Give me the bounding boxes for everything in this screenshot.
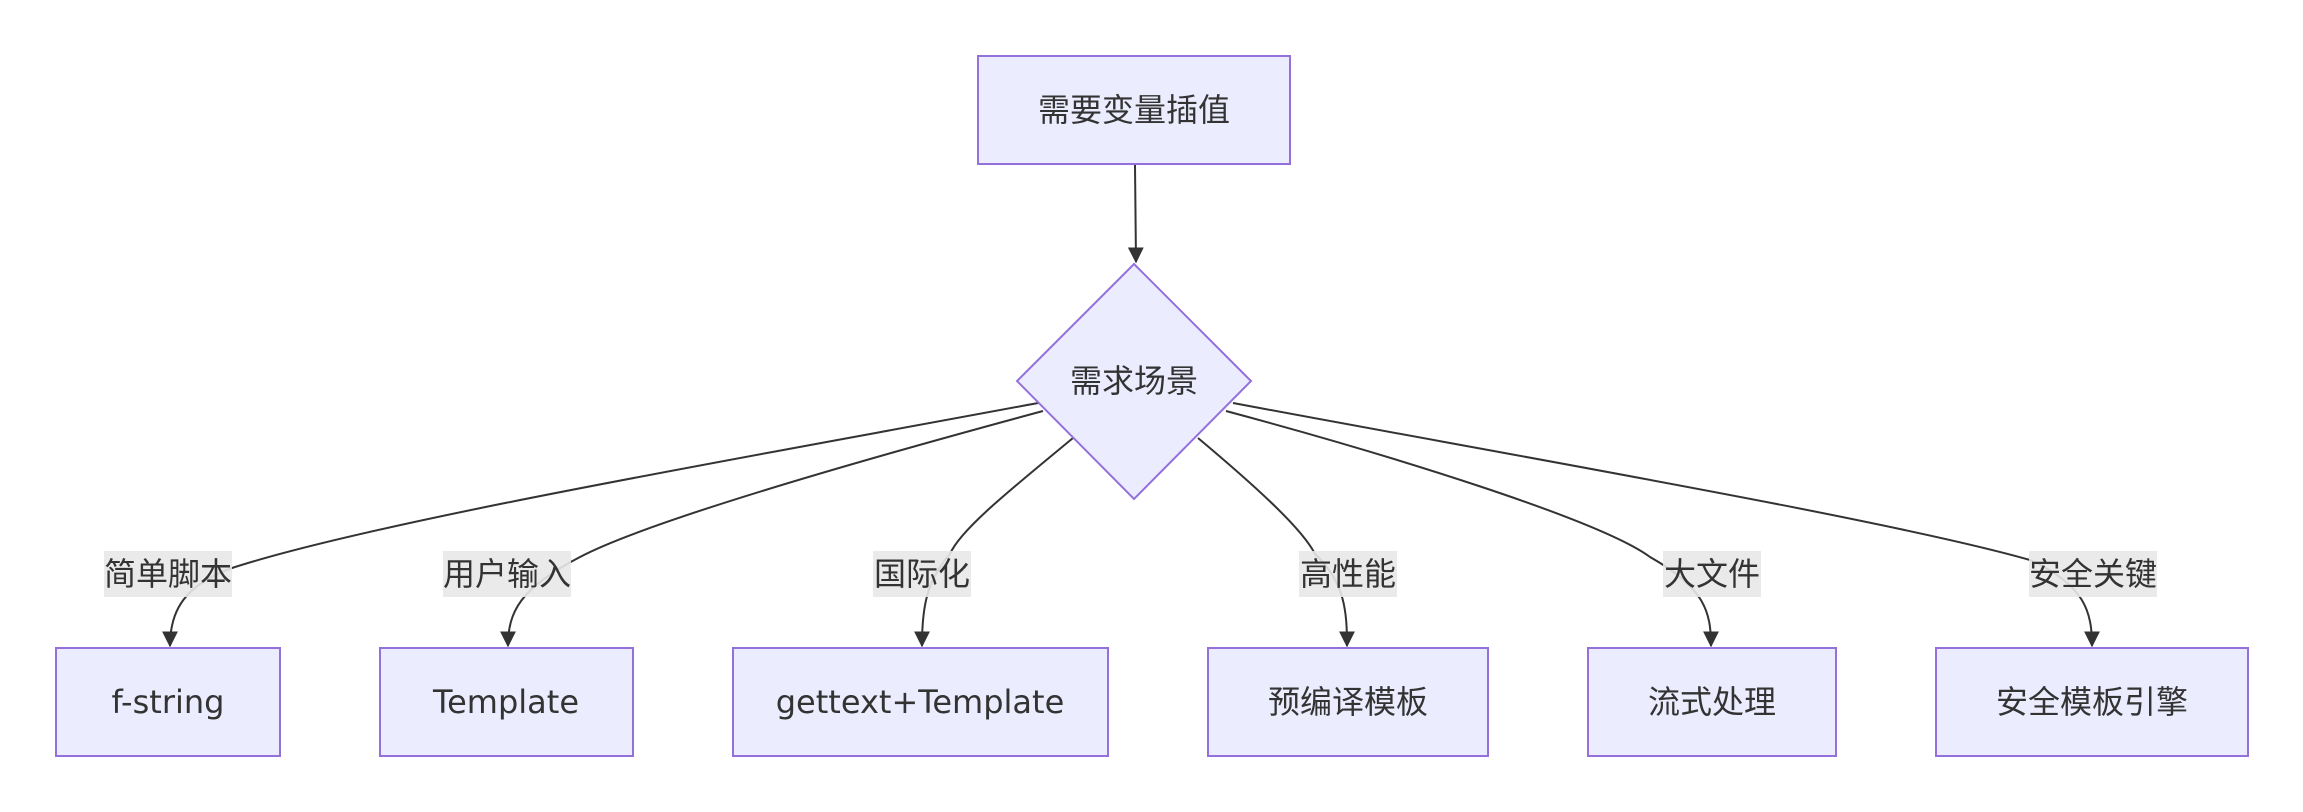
- edge-label-i18n: 国际化: [873, 551, 971, 597]
- svg-text:需求场景: 需求场景: [1070, 362, 1198, 400]
- node-template[interactable]: Template: [379, 647, 634, 757]
- edge-to-precompiled: [1197, 437, 1355, 648]
- edge-label-large-file: 大文件: [1663, 551, 1761, 597]
- svg-text:预编译模板: 预编译模板: [1268, 683, 1428, 721]
- svg-text:大文件: 大文件: [1664, 555, 1760, 593]
- svg-text:流式处理: 流式处理: [1648, 683, 1776, 721]
- node-secure-template-engine[interactable]: 安全模板引擎: [1935, 647, 2249, 757]
- edge-label-user-input: 用户输入: [443, 551, 571, 597]
- edge-to-secure: [1232, 402, 2100, 648]
- svg-text:安全关键: 安全关键: [2029, 555, 2157, 593]
- svg-text:用户输入: 用户输入: [443, 555, 571, 593]
- edge-label-performance: 高性能: [1299, 551, 1397, 597]
- edge-to-streaming: [1225, 410, 1719, 648]
- svg-text:f-string: f-string: [112, 683, 225, 721]
- svg-text:简单脚本: 简单脚本: [104, 555, 232, 593]
- node-streaming[interactable]: 流式处理: [1587, 647, 1837, 757]
- edge-to-template: [500, 410, 1044, 648]
- svg-text:gettext+Template: gettext+Template: [776, 683, 1065, 721]
- edge-label-simple-script: 简单脚本: [104, 551, 232, 597]
- svg-text:高性能: 高性能: [1300, 555, 1396, 593]
- svg-text:国际化: 国际化: [874, 555, 970, 593]
- svg-text:Template: Template: [432, 683, 579, 721]
- edge-to-fstring: [162, 402, 1039, 648]
- edge-label-security: 安全关键: [2029, 551, 2157, 597]
- node-fstring[interactable]: f-string: [55, 647, 281, 757]
- node-gettext-template[interactable]: gettext+Template: [732, 647, 1109, 757]
- edge-to-gettext: [914, 437, 1074, 648]
- svg-text:需要变量插值: 需要变量插值: [1038, 91, 1230, 129]
- node-precompiled-template[interactable]: 预编译模板: [1207, 647, 1489, 757]
- edge-start-to-decision: [1127, 164, 1144, 264]
- node-decision[interactable]: 需求场景: [1015, 262, 1253, 501]
- node-start[interactable]: 需要变量插值: [977, 55, 1291, 165]
- svg-text:安全模板引擎: 安全模板引擎: [1996, 683, 2188, 721]
